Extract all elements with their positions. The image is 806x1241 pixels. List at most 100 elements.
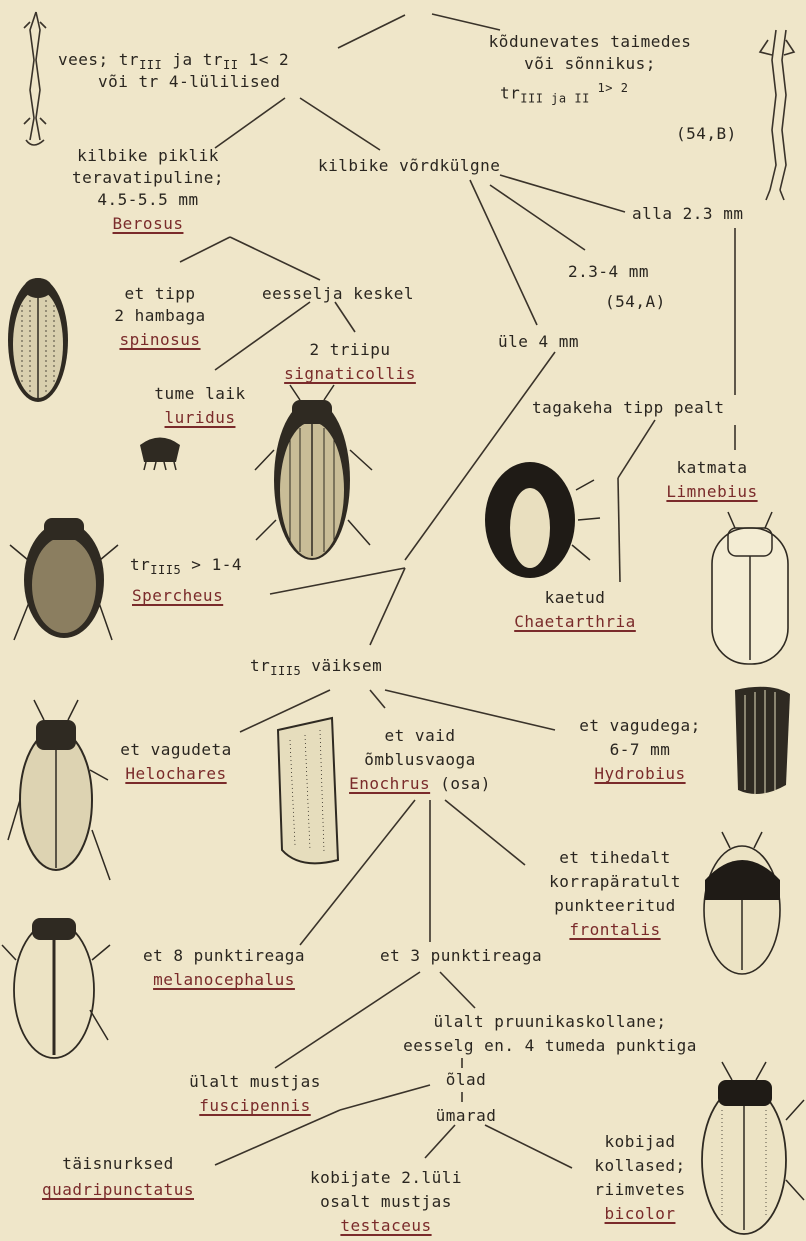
node-palp-segment: kobijate 2.lüli bbox=[310, 1168, 462, 1188]
edge-long-to-tipp bbox=[180, 237, 230, 262]
node-with-grooves: et vagudega; bbox=[579, 716, 701, 736]
node-only-suture-line2: õmblusvaoga bbox=[364, 750, 475, 770]
beetle-melanocephalus-illustration bbox=[2, 918, 110, 1058]
edge-tagakeha-to-kaetud bbox=[618, 420, 655, 478]
species-testaceus: testaceus bbox=[340, 1216, 431, 1236]
species-helochares: Helochares bbox=[125, 764, 226, 784]
node-two-stripes: 2 triipu bbox=[309, 340, 390, 360]
species-berosus: Berosus bbox=[113, 214, 184, 234]
node-dark-spot: tume laik bbox=[154, 384, 245, 404]
edge-umarad-to-kobijad bbox=[485, 1125, 572, 1168]
node-densely-punctured-line3: punkteeritud bbox=[554, 896, 676, 916]
edge-kaetud-stem bbox=[618, 478, 620, 582]
edge-eeselja-to-triipu bbox=[335, 302, 355, 332]
species-spercheus: Spercheus bbox=[132, 586, 223, 606]
node-apex-two-teeth-line2: 2 hambaga bbox=[114, 306, 205, 326]
species-quadripunctatus: quadripunctatus bbox=[42, 1180, 194, 1200]
node-eight-rows: et 8 punktireaga bbox=[143, 946, 305, 966]
node-tr3-5-gt: trIII5 > 1-4 bbox=[130, 555, 242, 580]
species-hydrobius: Hydrobius bbox=[594, 764, 685, 784]
beetle-frontalis-illustration bbox=[704, 832, 780, 974]
node-palps-yellow-line2: kollased; bbox=[594, 1156, 685, 1176]
edge-equal-to-23-4 bbox=[490, 185, 585, 250]
beetle-spercheus-illustration bbox=[10, 518, 118, 640]
edge-must-to-olad bbox=[340, 1085, 430, 1110]
node-uncovered: katmata bbox=[677, 458, 748, 478]
species-fuscipennis: fuscipennis bbox=[199, 1096, 310, 1116]
edge-long-to-eeselja bbox=[230, 237, 320, 280]
node-shield-long-line3: 4.5-5.5 mm bbox=[97, 190, 198, 210]
edge-vaiksem-to-vaid bbox=[370, 690, 385, 708]
species-chaetarthria: Chaetarthria bbox=[514, 612, 636, 632]
node-rounded: ümarad bbox=[436, 1106, 497, 1126]
elytron-enochrus-illustration bbox=[278, 718, 338, 863]
beetle-luridus-fragment-illustration bbox=[140, 438, 180, 471]
edge-3punkt-to-must bbox=[275, 972, 420, 1068]
node-decaying-plants: kõdunevates taimedes bbox=[489, 32, 692, 52]
node-densely-punctured-line2: korrapäratult bbox=[549, 872, 681, 892]
node-tr3-5-smaller: trIII5 väiksem bbox=[250, 656, 382, 681]
edge-left-to-long bbox=[215, 98, 285, 148]
species-enochrus: Enochrus bbox=[349, 774, 430, 793]
ref-54a: (54,A) bbox=[605, 292, 666, 312]
beetle-chaetarthria-illustration bbox=[485, 462, 600, 578]
node-with-grooves-line2: 6-7 mm bbox=[610, 740, 671, 760]
edge-root-right bbox=[432, 14, 500, 30]
node-palps-yellow: kobijad bbox=[605, 1132, 676, 1152]
elytron-hydrobius-illustration bbox=[735, 687, 790, 795]
edge-umarad-to-kobijate bbox=[425, 1125, 455, 1158]
node-brownish-yellow-line2: eesselg en. 4 tumeda punktiga bbox=[403, 1036, 697, 1056]
species-signaticollis: signaticollis bbox=[284, 364, 416, 384]
node-apex-two-teeth: et tipp bbox=[125, 284, 196, 304]
node-in-water-line2: või tr 4-lülilised bbox=[98, 72, 280, 92]
edge-tr3-to-vaiksem bbox=[370, 568, 405, 645]
species-bicolor: bicolor bbox=[605, 1204, 676, 1224]
node-decaying-plants-line2: või sõnnikus; bbox=[524, 54, 656, 74]
node-over-4mm: üle 4 mm bbox=[498, 332, 579, 352]
edge-tr3-to-spercheus bbox=[270, 568, 405, 594]
node-decaying-plants-line3: trIII ja II 1> 2 bbox=[500, 78, 628, 109]
beetle-spinosus-illustration bbox=[8, 278, 68, 402]
species-frontalis: frontalis bbox=[569, 920, 660, 940]
beetle-bicolor-illustration bbox=[702, 1062, 804, 1234]
species-spinosus: spinosus bbox=[119, 330, 200, 350]
species-melanocephalus: melanocephalus bbox=[153, 970, 295, 990]
edge-left-to-equal bbox=[300, 98, 380, 150]
edge-equal-to-under23 bbox=[500, 175, 625, 212]
node-brownish-yellow: ülalt pruunikaskollane; bbox=[433, 1012, 666, 1032]
node-no-grooves: et vagudeta bbox=[120, 740, 231, 760]
edge-root-left bbox=[338, 15, 405, 48]
species-limnebius: Limnebius bbox=[666, 482, 757, 502]
node-under-2-3mm: alla 2.3 mm bbox=[632, 204, 743, 224]
node-palp-segment-line2: osalt mustjas bbox=[320, 1192, 452, 1212]
node-only-suture: et vaid bbox=[385, 726, 456, 746]
node-shield-equal: kilbike võrdkülgne bbox=[318, 156, 500, 176]
species-luridus: luridus bbox=[165, 408, 236, 428]
node-shoulders: õlad bbox=[446, 1070, 487, 1090]
connector-lines bbox=[180, 14, 735, 1168]
edge-eeselja-to-tume bbox=[215, 302, 310, 370]
node-palps-yellow-line3: riimvetes bbox=[594, 1180, 685, 1200]
node-three-rows: et 3 punktireaga bbox=[380, 946, 542, 966]
edge-vaiksem-to-vagudega bbox=[385, 690, 555, 730]
antenna-right-illustration bbox=[760, 30, 794, 200]
edge-3punkt-to-pruun bbox=[440, 972, 475, 1008]
node-blackish-above: ülalt mustjas bbox=[189, 1072, 321, 1092]
node-shield-long: kilbike piklik bbox=[77, 146, 219, 166]
species-enochrus-row: Enochrus (osa) bbox=[349, 774, 491, 794]
edge-enochrus-to-tihedalt bbox=[445, 800, 525, 865]
beetle-helochares-illustration bbox=[8, 700, 110, 880]
edge-olad-to-taisnurk bbox=[215, 1110, 340, 1165]
node-pronotum-middle: eesselja keskel bbox=[262, 284, 414, 304]
edge-equal-to-ule4 bbox=[470, 180, 537, 325]
node-densely-punctured: et tihedalt bbox=[559, 848, 670, 868]
beetle-limnebius-illustration bbox=[712, 512, 788, 664]
ref-54b: (54,B) bbox=[676, 124, 737, 144]
node-abdomen-apex: tagakeha tipp pealt bbox=[532, 398, 725, 418]
beetle-signaticollis-illustration bbox=[255, 385, 372, 560]
node-right-angled: täisnurksed bbox=[62, 1154, 173, 1174]
node-shield-long-line2: teravatipuline; bbox=[72, 168, 224, 188]
node-covered: kaetud bbox=[545, 588, 606, 608]
antenna-left-illustration bbox=[24, 12, 46, 145]
node-2-3-to-4mm: 2.3-4 mm bbox=[568, 262, 649, 282]
